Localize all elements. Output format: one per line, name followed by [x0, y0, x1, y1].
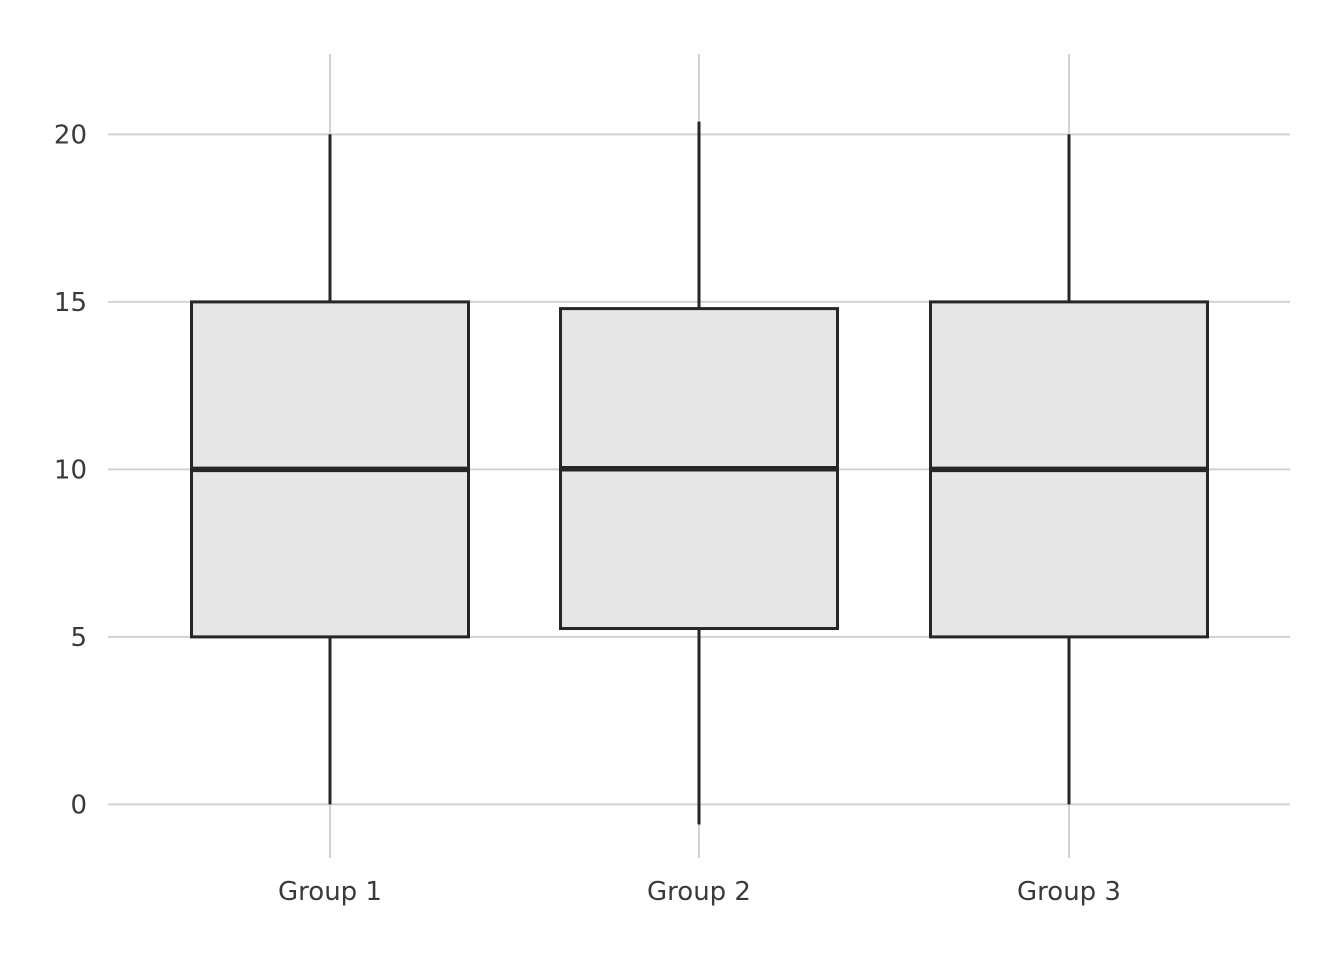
- y-tick-label: 15: [54, 288, 87, 318]
- box-group: [559, 121, 839, 825]
- x-tick-label: Group 2: [647, 877, 751, 907]
- y-tick-label: 10: [54, 455, 87, 485]
- y-tick-label: 0: [70, 790, 87, 820]
- y-tick-label: 20: [54, 120, 87, 150]
- x-tick-label: Group 3: [1017, 877, 1121, 907]
- y-tick-label: 5: [70, 623, 87, 653]
- x-tick-label: Group 1: [278, 877, 382, 907]
- box-group: [929, 134, 1209, 805]
- box-layer: [190, 121, 1209, 825]
- box-group: [190, 134, 470, 805]
